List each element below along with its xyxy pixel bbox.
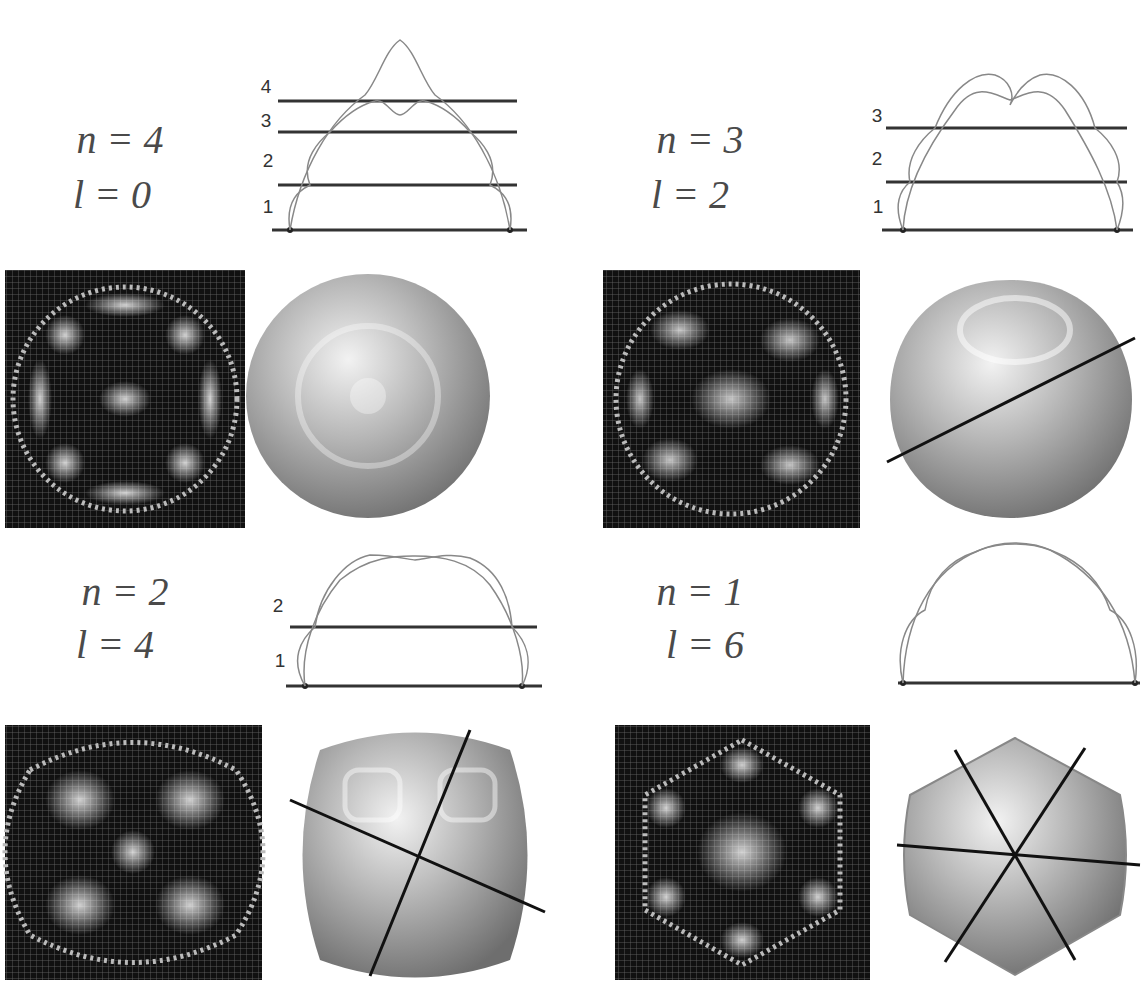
level-number: 1 <box>873 197 884 216</box>
mode-label: n = 4 <box>77 120 164 160</box>
mode-label: l = 0 <box>73 175 151 215</box>
level-number: 2 <box>872 149 883 168</box>
level-number: 2 <box>263 151 274 170</box>
level-number: 3 <box>261 111 272 130</box>
mode-label: l = 4 <box>76 625 154 665</box>
level-number: 1 <box>263 197 274 216</box>
level-number: 4 <box>261 77 272 96</box>
mode-label: n = 1 <box>657 572 744 612</box>
mode-label: l = 6 <box>666 625 744 665</box>
mode-label: l = 2 <box>651 175 729 215</box>
mode-label: n = 2 <box>82 572 169 612</box>
level-number: 2 <box>273 596 284 615</box>
level-number: 3 <box>872 106 883 125</box>
level-number: 1 <box>275 651 286 670</box>
mode-label: n = 3 <box>657 120 744 160</box>
